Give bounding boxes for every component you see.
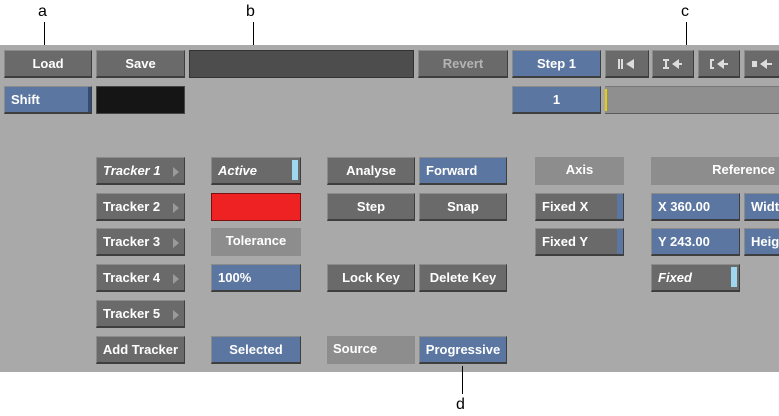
go-to-start-button[interactable] (605, 50, 649, 78)
reference-y-field[interactable]: Y 243.00 (651, 228, 740, 256)
previous-frame-button[interactable] (698, 50, 740, 78)
tracker-1-button[interactable]: Tracker 1 (96, 157, 185, 185)
tracker-3-button[interactable]: Tracker 3 (96, 228, 185, 256)
previous-key-icon (663, 59, 682, 69)
active-indicator (292, 160, 298, 180)
shift-label: Shift (11, 92, 40, 107)
reference-fixed-toggle[interactable]: Fixed (651, 264, 740, 292)
shift-edge (88, 87, 91, 112)
fixed-x-button[interactable]: Fixed X (535, 193, 624, 221)
tracker-2-label: Tracker 2 (103, 199, 161, 214)
analyse-button[interactable]: Analyse (327, 157, 415, 185)
tracker-5-label: Tracker 5 (103, 306, 161, 321)
tracker-color-swatch[interactable] (211, 193, 301, 221)
tracker-2-button[interactable]: Tracker 2 (96, 193, 185, 221)
delete-key-button[interactable]: Delete Key (419, 264, 507, 292)
reference-fixed-indicator (731, 267, 737, 287)
fixed-y-indicator (617, 229, 623, 254)
stop-rewind-button[interactable] (744, 50, 779, 78)
tracker-4-label: Tracker 4 (103, 270, 161, 285)
callout-d: d (456, 396, 465, 413)
reference-height-field[interactable]: Heig (744, 228, 779, 256)
reference-fixed-label: Fixed (658, 270, 692, 285)
callout-c: c (681, 3, 689, 20)
chevron-right-icon (173, 167, 179, 177)
fixed-y-label: Fixed Y (542, 234, 589, 249)
stop-rewind-icon (752, 59, 772, 69)
forward-button[interactable]: Forward (419, 157, 507, 185)
source-label: Source (327, 336, 415, 364)
reference-width-field[interactable]: Widt (744, 193, 779, 221)
active-toggle[interactable]: Active (211, 157, 301, 185)
fixed-x-indicator (617, 194, 623, 219)
active-label: Active (218, 163, 258, 178)
selected-button[interactable]: Selected (211, 336, 301, 364)
chevron-right-icon (173, 274, 179, 284)
axis-label: Axis (535, 157, 624, 185)
callout-b: b (246, 3, 255, 20)
tolerance-label: Tolerance (211, 228, 301, 256)
snap-button[interactable]: Snap (419, 193, 507, 221)
shift-value-field[interactable] (96, 86, 185, 114)
progressive-button[interactable]: Progressive (419, 336, 507, 364)
reference-label: Reference (651, 157, 779, 185)
fixed-y-button[interactable]: Fixed Y (535, 228, 624, 256)
add-tracker-button[interactable]: Add Tracker (96, 336, 185, 364)
lock-key-button[interactable]: Lock Key (327, 264, 415, 292)
tolerance-field[interactable]: 100% (211, 264, 301, 292)
step-1-button[interactable]: Step 1 (512, 50, 601, 78)
tracker-5-button[interactable]: Tracker 5 (96, 300, 185, 328)
tracker-3-label: Tracker 3 (103, 234, 161, 249)
chevron-right-icon (173, 203, 179, 213)
chevron-right-icon (173, 310, 179, 320)
chevron-right-icon (173, 238, 179, 248)
tracker-1-label: Tracker 1 (103, 163, 161, 178)
timeline-bar[interactable] (605, 86, 779, 114)
reference-x-field[interactable]: X 360.00 (651, 193, 740, 221)
shift-button[interactable]: Shift (4, 86, 92, 114)
setup-name-field[interactable] (189, 50, 414, 78)
previous-key-button[interactable] (652, 50, 694, 78)
previous-frame-icon (710, 59, 728, 69)
step-button[interactable]: Step (327, 193, 415, 221)
save-button[interactable]: Save (96, 50, 185, 78)
timeline-playhead[interactable] (605, 89, 607, 111)
tracker-4-button[interactable]: Tracker 4 (96, 264, 185, 292)
load-button[interactable]: Load (4, 50, 92, 78)
frame-number-field[interactable]: 1 (512, 86, 601, 114)
go-to-start-icon (618, 59, 634, 69)
callout-a: a (38, 3, 47, 20)
revert-button[interactable]: Revert (418, 50, 508, 78)
callout-d-line (462, 366, 463, 394)
fixed-x-label: Fixed X (542, 199, 589, 214)
